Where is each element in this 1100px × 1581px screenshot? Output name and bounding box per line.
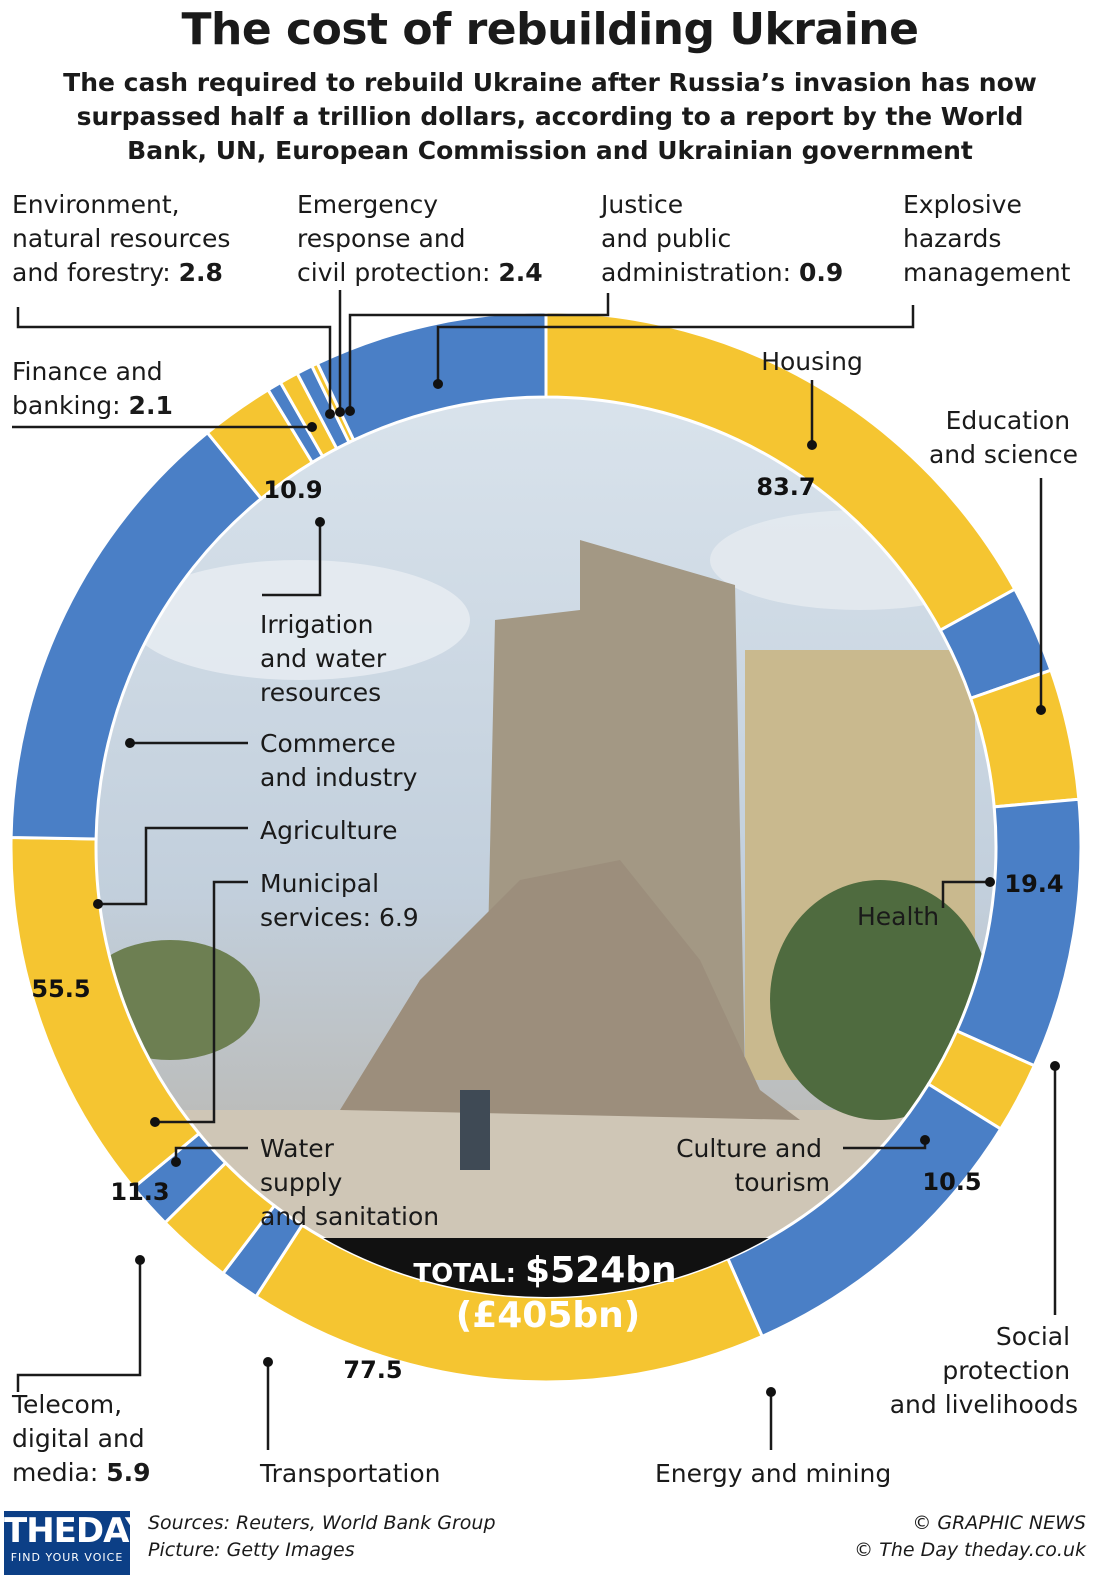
label-justice: Justice and public administration: 0.9 bbox=[599, 190, 843, 287]
label-environment: Environment, natural resources and fores… bbox=[12, 190, 238, 287]
value-agriculture: 55.5 bbox=[31, 975, 90, 1003]
label-education: Education and science bbox=[929, 406, 1078, 469]
picture-credit: Picture: Getty Images bbox=[148, 1539, 355, 1561]
label-housing: Housing bbox=[761, 347, 863, 376]
copyright-the-day: © The Day theday.co.uk bbox=[854, 1539, 1086, 1561]
theday-logo[interactable]: THEDAY FIND YOUR VOICE bbox=[4, 1511, 150, 1575]
label-agriculture: Agriculture bbox=[260, 816, 398, 845]
page-subtitle: The cash required to rebuild Ukraine aft… bbox=[63, 68, 1037, 165]
credits: © GRAPHIC NEWS © The Day theday.co.uk bbox=[854, 1510, 1086, 1564]
donut-slices bbox=[9, 310, 1083, 1384]
value-culture: 10.5 bbox=[922, 1168, 981, 1196]
label-municipal: Municipal services: 6.9 bbox=[260, 869, 419, 932]
label-water: Water supply and sanitation bbox=[260, 1134, 439, 1231]
label-social: Social protection and livelihoods bbox=[890, 1322, 1078, 1419]
total-gbp: (£405bn) bbox=[456, 1295, 641, 1336]
label-energy: Energy and mining bbox=[655, 1459, 891, 1488]
value-water: 11.3 bbox=[110, 1178, 169, 1206]
page-title: The cost of rebuilding Ukraine bbox=[181, 4, 919, 55]
leader-lines bbox=[12, 290, 1057, 1450]
value-irrigation: 10.9 bbox=[263, 476, 322, 504]
slice-explosive-hazards-management bbox=[315, 310, 548, 443]
total-label: TOTAL: $524bn bbox=[413, 1250, 676, 1291]
label-commerce: Commerce and industry bbox=[260, 729, 418, 792]
label-health: Health bbox=[857, 902, 939, 931]
label-transportation: Transportation bbox=[259, 1459, 441, 1488]
label-telecom: Telecom, digital and media: 5.9 bbox=[11, 1390, 153, 1487]
copyright-graphic-news: © GRAPHIC NEWS bbox=[912, 1512, 1086, 1534]
label-irrigation: Irrigation and water resources bbox=[260, 610, 394, 707]
value-housing: 83.7 bbox=[756, 473, 815, 501]
label-explosive: Explosive hazards management bbox=[903, 190, 1071, 287]
leader-dots bbox=[93, 379, 1060, 1397]
sources-text: Sources: Reuters, World Bank Group bbox=[148, 1512, 496, 1534]
logo-tagline: FIND YOUR VOICE bbox=[10, 1551, 124, 1564]
sources: Sources: Reuters, World Bank Group Pictu… bbox=[148, 1510, 496, 1564]
label-finance: Finance and banking: 2.1 bbox=[12, 357, 173, 420]
total-prefix: TOTAL: bbox=[413, 1259, 525, 1289]
label-emergency: Emergency response and civil protection:… bbox=[297, 190, 543, 287]
label-culture: Culture and tourism bbox=[676, 1134, 830, 1197]
total-amount: $524bn bbox=[525, 1250, 677, 1291]
logo-text: THEDAY bbox=[4, 1511, 150, 1551]
value-health: 19.4 bbox=[1004, 870, 1063, 898]
value-transportation: 77.5 bbox=[343, 1356, 402, 1384]
